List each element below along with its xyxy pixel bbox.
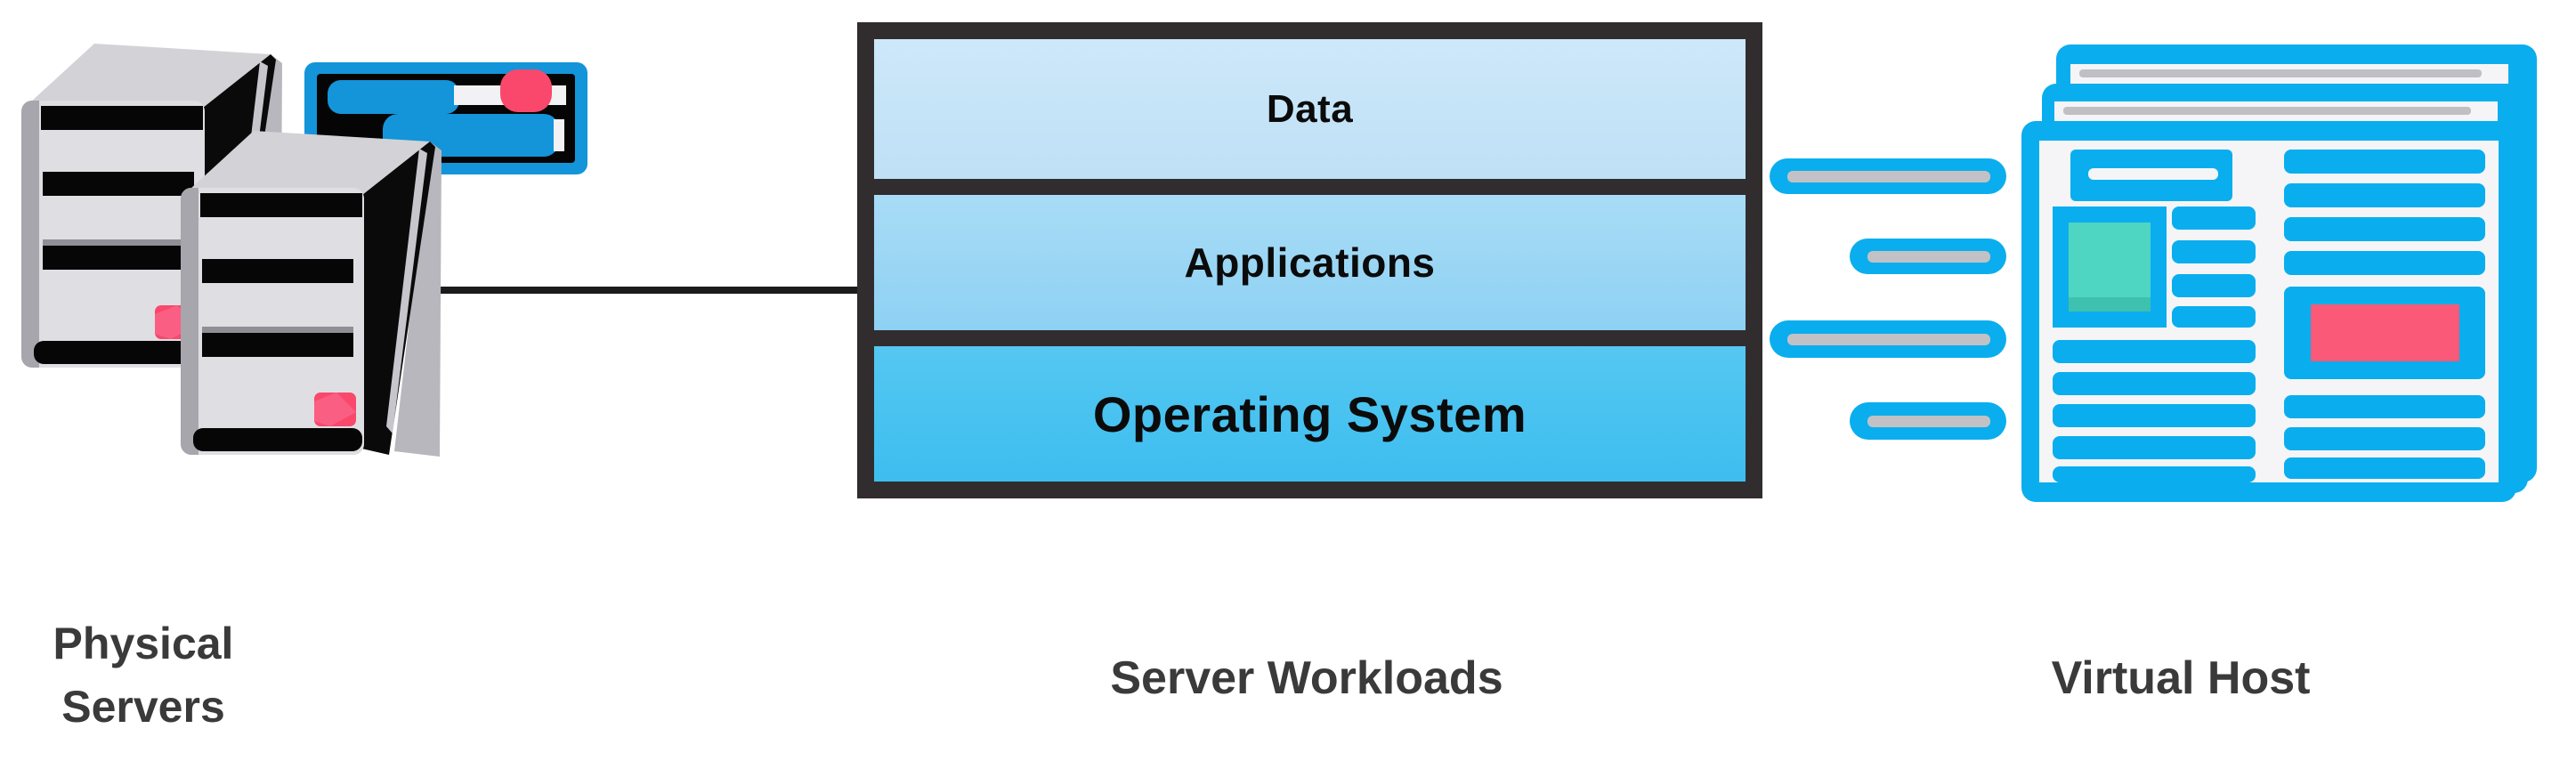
server-workloads-label: Server Workloads — [1110, 652, 1503, 704]
stack-layer-data: Data — [874, 39, 1746, 179]
switch-indicator-light — [500, 69, 552, 112]
stack-divider — [874, 330, 1746, 346]
newspaper-pages-icon — [2021, 45, 2537, 502]
stack-layer-applications: Applications — [874, 195, 1746, 330]
motion-lines-icon — [1770, 158, 2006, 440]
connector-line — [425, 287, 862, 294]
server-tower-front-icon — [181, 131, 441, 457]
stack-layer-operating-system: Operating System — [874, 346, 1746, 482]
physical-servers-label-line1: Physical — [53, 619, 234, 668]
server-workloads-stack: Data Applications Operating System — [857, 22, 1762, 498]
stack-divider — [874, 179, 1746, 195]
virtual-host-label: Virtual Host — [2051, 652, 2311, 704]
physical-servers-label-line2: Servers — [61, 682, 225, 732]
physical-servers-label: Physical Servers — [0, 612, 287, 739]
